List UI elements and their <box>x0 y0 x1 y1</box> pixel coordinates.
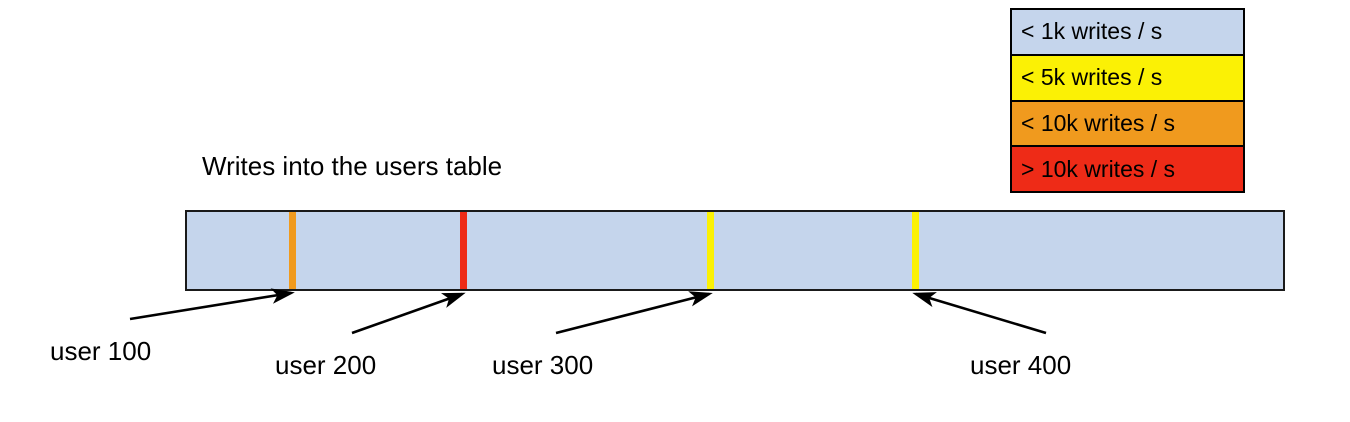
arrow-user-200 <box>351 292 466 335</box>
legend-row-under-1k: < 1k writes / s <box>1012 10 1243 56</box>
diagram-caption: Writes into the users table <box>202 151 503 181</box>
legend-row-under-5k: < 5k writes / s <box>1012 55 1243 102</box>
user-200-stripe <box>460 212 467 289</box>
user-400-stripe <box>912 212 919 289</box>
user-300-stripe <box>707 212 714 289</box>
pointer-label-user-400: user 400 <box>970 350 1072 380</box>
pointer-label-user-300: user 300 <box>492 350 594 380</box>
legend-label: > 10k writes / s <box>1021 155 1176 182</box>
arrow-user-400 <box>912 292 1047 335</box>
legend-row-over-10k: > 10k writes / s <box>1012 147 1243 191</box>
user-100-stripe <box>289 212 296 289</box>
arrow-user-100 <box>129 288 295 321</box>
pointer-label-user-100: user 100 <box>50 336 152 366</box>
legend-label: < 1k writes / s <box>1021 18 1163 45</box>
pointer-label-user-200: user 200 <box>275 350 377 380</box>
legend-row-under-10k: < 10k writes / s <box>1012 101 1243 148</box>
legend-label: < 5k writes / s <box>1021 64 1163 91</box>
legend-label: < 10k writes / s <box>1021 109 1176 136</box>
users-table-bar <box>185 210 1285 291</box>
legend-box: < 1k writes / s < 5k writes / s < 10k wr… <box>1010 8 1245 193</box>
arrow-user-300 <box>555 291 713 335</box>
